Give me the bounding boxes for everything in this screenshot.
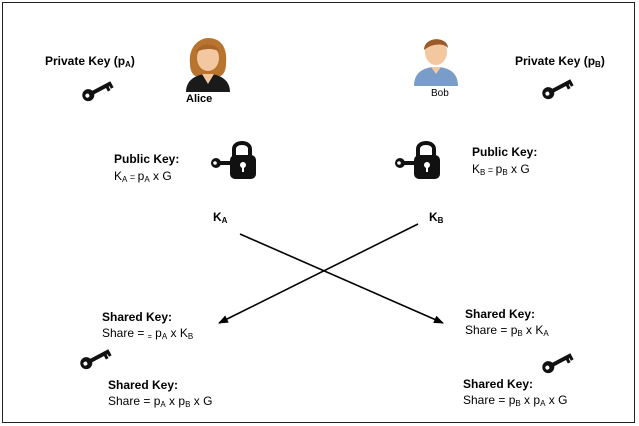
alice-private-key-label: Private Key (pA) — [45, 54, 135, 69]
arrow-alice-to-bob — [239, 233, 444, 324]
bob-shared-key-title-2: Shared Key: — [463, 377, 534, 391]
bob-public-key-formula: KB = pB x G — [472, 162, 530, 177]
key-icon — [542, 353, 574, 374]
bob-private-key-label: Private Key (pB) — [515, 54, 605, 69]
key-icon — [82, 81, 114, 102]
key-icon — [80, 349, 112, 370]
alice-shared-key-formula-1: Share = = pA x KB — [102, 326, 194, 341]
bob-shared-key-formula-2: Share = pB x pA x G — [463, 393, 568, 408]
bob-shared-key-title-1: Shared Key: — [465, 307, 536, 321]
woman-avatar-icon — [186, 38, 230, 92]
bob-name: Bob — [431, 88, 449, 99]
arrow-bob-to-alice — [218, 223, 419, 324]
bob-public-key-title: Public Key: — [472, 145, 538, 159]
alice-name: Alice — [186, 93, 213, 105]
padlock-key-icon — [211, 141, 256, 179]
alice-shared-key-title-2: Shared Key: — [108, 378, 179, 392]
diagram-frame — [2, 2, 635, 423]
bob-k-label: KB — [429, 210, 444, 225]
alice-public-key-title: Public Key: — [114, 152, 180, 166]
padlock-key-icon — [395, 141, 440, 179]
bob-shared-key-formula-1: Share = pB x KA — [465, 323, 549, 338]
man-avatar-icon — [414, 39, 458, 86]
alice-shared-key-formula-2: Share = pA x pB x G — [108, 394, 213, 409]
key-icon — [542, 79, 574, 100]
alice-public-key-formula: KA = pA x G — [114, 169, 172, 184]
alice-shared-key-title-1: Shared Key: — [102, 310, 173, 324]
alice-k-label: KA — [213, 210, 228, 225]
